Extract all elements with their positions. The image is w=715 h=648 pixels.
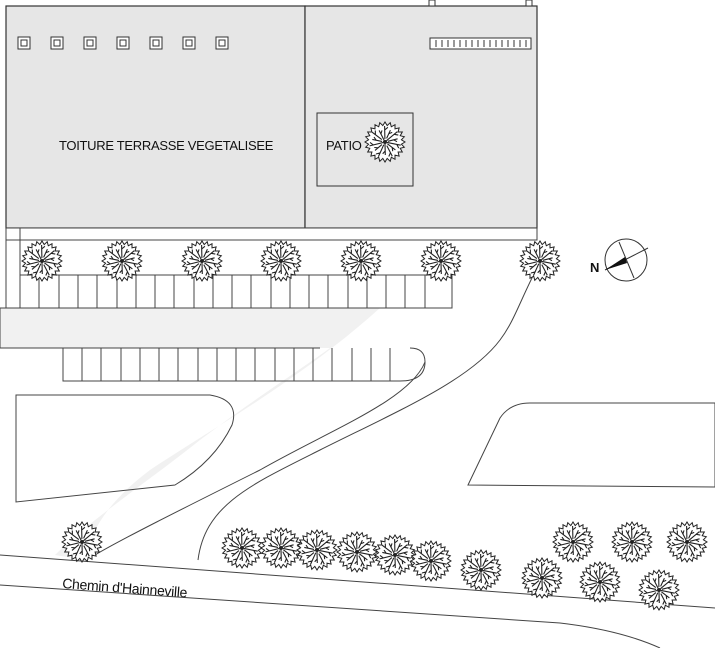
trees [21, 121, 708, 611]
tree-icon [296, 529, 338, 571]
roof-vent [525, 0, 533, 7]
parking-row-upper [19, 240, 453, 309]
tree-icon [181, 240, 223, 282]
tree-icon [61, 521, 103, 563]
patio-label: PATIO [326, 138, 362, 153]
tree-icon [638, 569, 680, 611]
parking-row-lower [62, 347, 426, 382]
access-path-edge [197, 261, 541, 561]
skylight-row [17, 36, 229, 50]
green-area-east [467, 402, 715, 488]
access-path-edge [94, 361, 426, 556]
north-label: N [590, 260, 599, 275]
tree-icon [101, 240, 143, 282]
tree-icon [336, 531, 378, 573]
tree-icon [460, 549, 502, 591]
green-area-west [15, 394, 235, 503]
tree-icon [519, 240, 561, 282]
tree-icon [374, 534, 416, 576]
road-label: Chemin d'Hainneville [62, 575, 188, 600]
tree-icon [666, 521, 708, 563]
tree-icon [611, 521, 653, 563]
tree-icon [364, 121, 406, 163]
tree-icon [21, 240, 63, 282]
tree-icon [340, 240, 382, 282]
tree-icon [552, 521, 594, 563]
tree-icon [410, 540, 452, 582]
tree-icon [521, 557, 563, 599]
driveway [0, 308, 380, 560]
roof-vent [428, 0, 436, 7]
roof-label: TOITURE TERRASSE VEGETALISEE [59, 138, 274, 153]
tree-icon [221, 527, 263, 569]
tree-icon [579, 561, 621, 603]
tree-icon [260, 527, 302, 569]
north-arrow [604, 238, 649, 282]
tree-icon [260, 240, 302, 282]
roof-grille [429, 37, 532, 50]
tree-icon [420, 240, 462, 282]
building: TOITURE TERRASSE VEGETALISEE PATIO [5, 0, 538, 229]
facade-strip [5, 227, 538, 310]
